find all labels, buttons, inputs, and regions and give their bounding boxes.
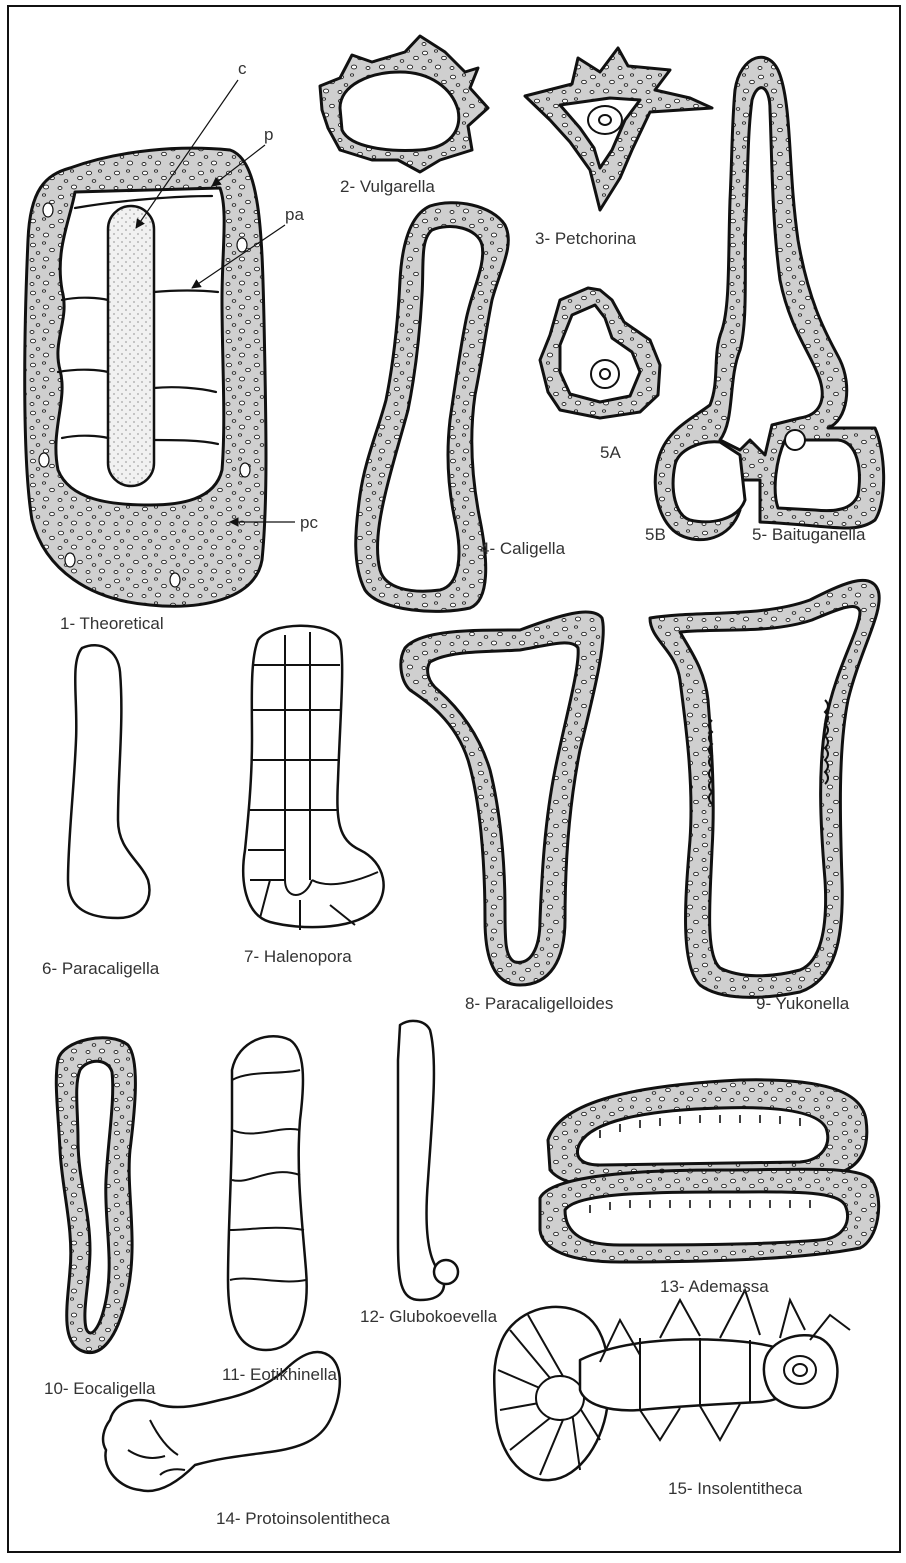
figure-3-petchorina [525,48,712,210]
figure-15-insolentitheca [494,1290,850,1480]
caption-14-protoinsolentitheca: 14- Protoinsolentitheca [216,1510,390,1527]
figure-12-glubokoevella [398,1021,458,1300]
caption-12-glubokoevella: 12- Glubokoevella [360,1308,497,1325]
label-pc: pc [300,514,318,531]
caption-3-petchorina: 3- Petchorina [535,230,636,247]
figure-9-yukonella [650,580,879,997]
caption-15-insolentitheca: 15- Insolentitheca [668,1480,802,1497]
caption-5b: 5B [645,526,666,543]
figure-11-eotikhinella [228,1036,307,1350]
caption-9-yukonella: 9- Yukonella [756,995,849,1012]
caption-11-eotikhinella: 11- Eotikhinella [222,1366,337,1383]
figure-2-vulgarella [320,36,488,172]
figure-10-eocaligella [56,1038,135,1353]
caption-5-baituganella: 5- Baituganella [752,526,865,543]
figure-1-theoretical [25,80,295,606]
caption-10-eocaligella: 10- Eocaligella [44,1380,156,1397]
figure-5a [540,288,660,418]
figure-13-ademassa [540,1080,879,1262]
label-p: p [264,126,273,143]
caption-5a: 5A [600,444,621,461]
figure-5-baituganella [655,57,883,539]
caption-2-vulgarella: 2- Vulgarella [340,178,435,195]
caption-8-paracaligelloides: 8- Paracaligelloides [465,995,613,1012]
caption-13-ademassa: 13- Ademassa [660,1278,769,1295]
caption-6-paracaligella: 6- Paracaligella [42,960,159,977]
caption-1-theoretical: 1- Theoretical [60,615,164,632]
label-pa: pa [285,206,304,223]
figure-6-paracaligella [68,645,149,918]
caption-4-caligella: 4- Caligella [480,540,565,557]
figure-7-halenopora [243,626,383,930]
caption-7-halenopora: 7- Halenopora [244,948,352,965]
figure-8-paracaligelloides [401,612,603,985]
central-canal [108,206,154,486]
label-c: c [238,60,247,77]
